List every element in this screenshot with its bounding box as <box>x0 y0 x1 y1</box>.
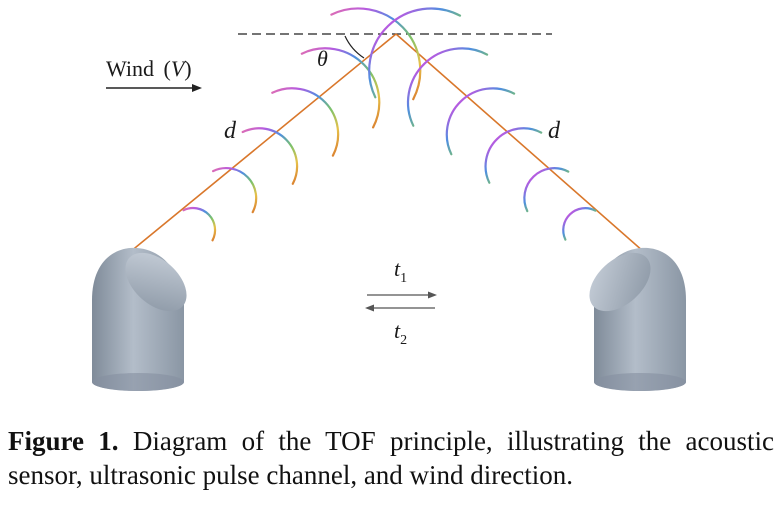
wind-label: Wind (V) <box>106 56 192 81</box>
left-path-line <box>129 33 397 253</box>
right-wave-arc <box>368 7 462 99</box>
left-wave-arc <box>300 47 381 129</box>
left-path-label: d <box>224 118 237 144</box>
right-wave-group <box>368 7 597 241</box>
right-wave-arc <box>445 87 516 156</box>
left-wave-group <box>182 7 422 242</box>
right-sensor-icon <box>589 247 686 391</box>
t1-arrow-icon <box>367 291 437 299</box>
right-wave-arc <box>484 127 543 184</box>
angle-label: θ <box>317 46 328 71</box>
right-path-label: d <box>548 118 561 144</box>
right-wave-arc <box>562 207 597 241</box>
t2-label: t2 <box>394 318 407 348</box>
left-wave-arc <box>241 127 299 185</box>
right-path-line <box>395 33 645 253</box>
figure-caption: Figure 1. Diagram of the TOF principle, … <box>8 424 774 492</box>
left-wave-arc <box>330 7 422 101</box>
caption-label: Figure 1. <box>8 426 119 456</box>
left-sensor-icon <box>92 247 187 391</box>
right-wave-arc <box>406 47 489 127</box>
t1-label: t1 <box>394 256 407 286</box>
right-wave-arc <box>523 167 570 213</box>
left-wave-arc <box>212 167 258 214</box>
left-wave-arc <box>182 206 217 242</box>
angle-arc <box>344 35 365 59</box>
wind-arrow-icon <box>106 84 202 92</box>
caption-text: Diagram of the TOF principle, illustrati… <box>8 426 775 490</box>
t2-arrow-icon <box>365 304 435 312</box>
left-wave-arc <box>271 87 340 157</box>
diagram-canvas: θ d d Wind (V) t1 t2 <box>92 7 686 391</box>
